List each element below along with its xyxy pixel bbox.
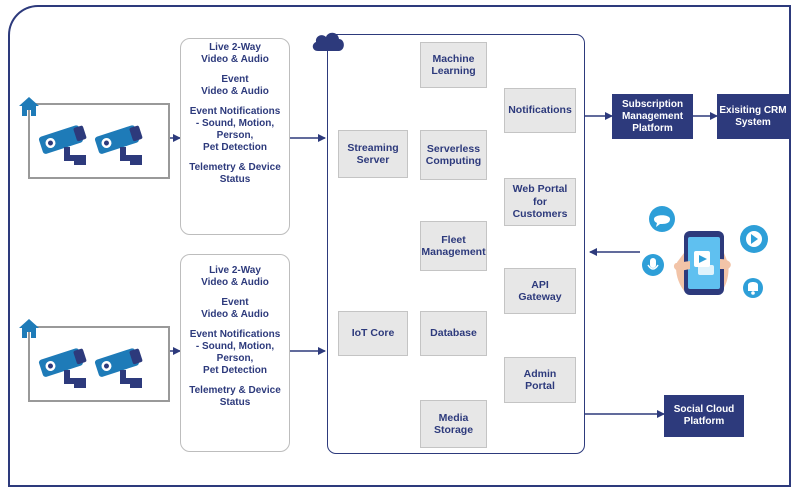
- event-telemetry: Telemetry & Device Status: [189, 385, 281, 408]
- microphone-icon: [642, 254, 664, 276]
- outer-frame-bottom: [8, 485, 791, 487]
- event-notifications: Event Notifications - Sound, Motion, Per…: [189, 329, 281, 376]
- service-api-gateway: API Gateway: [504, 268, 576, 314]
- security-camera-icon: [94, 125, 143, 165]
- cloud-icon: [312, 32, 344, 51]
- event-notifications: Event Notifications - Sound, Motion, Per…: [189, 106, 281, 153]
- event-live-video: Live 2-Way Video & Audio: [201, 265, 269, 288]
- chat-bubble-icon: [649, 206, 675, 232]
- event-list-2: Live 2-Way Video & Audio Event Video & A…: [180, 254, 290, 452]
- home-icon: [19, 319, 39, 338]
- event-telemetry: Telemetry & Device Status: [189, 162, 281, 185]
- service-database: Database: [420, 311, 487, 356]
- event-video-audio: Event Video & Audio: [201, 297, 269, 320]
- service-serverless-computing: Serverless Computing: [420, 130, 487, 180]
- camera-group-2: [28, 326, 170, 402]
- event-list-1: Live 2-Way Video & Audio Event Video & A…: [180, 38, 290, 235]
- cloud-platform: [327, 34, 585, 454]
- event-video-audio: Event Video & Audio: [201, 74, 269, 97]
- crm-system: Exisiting CRM System: [717, 94, 789, 139]
- service-media-storage: Media Storage: [420, 400, 487, 448]
- camera-group-1: [28, 103, 170, 179]
- service-streaming-server: Streaming Server: [338, 130, 408, 178]
- service-web-portal: Web Portal for Customers: [504, 178, 576, 226]
- bell-icon: [743, 278, 763, 298]
- service-fleet-management: Fleet Management: [420, 221, 487, 271]
- service-notifications: Notifications: [504, 88, 576, 133]
- service-iot-core: IoT Core: [338, 311, 408, 356]
- mobile-app-icon: [642, 206, 768, 298]
- outer-frame: [8, 5, 791, 487]
- social-cloud-platform: Social Cloud Platform: [664, 395, 744, 437]
- service-admin-portal: Admin Portal: [504, 357, 576, 403]
- event-live-video: Live 2-Way Video & Audio: [201, 42, 269, 65]
- security-camera-icon: [38, 348, 87, 388]
- play-icon: [740, 225, 768, 253]
- subscription-management-platform: Subscription Management Platform: [612, 94, 693, 139]
- security-camera-icon: [94, 348, 143, 388]
- home-icon: [19, 97, 39, 116]
- security-camera-icon: [38, 125, 87, 165]
- service-machine-learning: Machine Learning: [420, 42, 487, 88]
